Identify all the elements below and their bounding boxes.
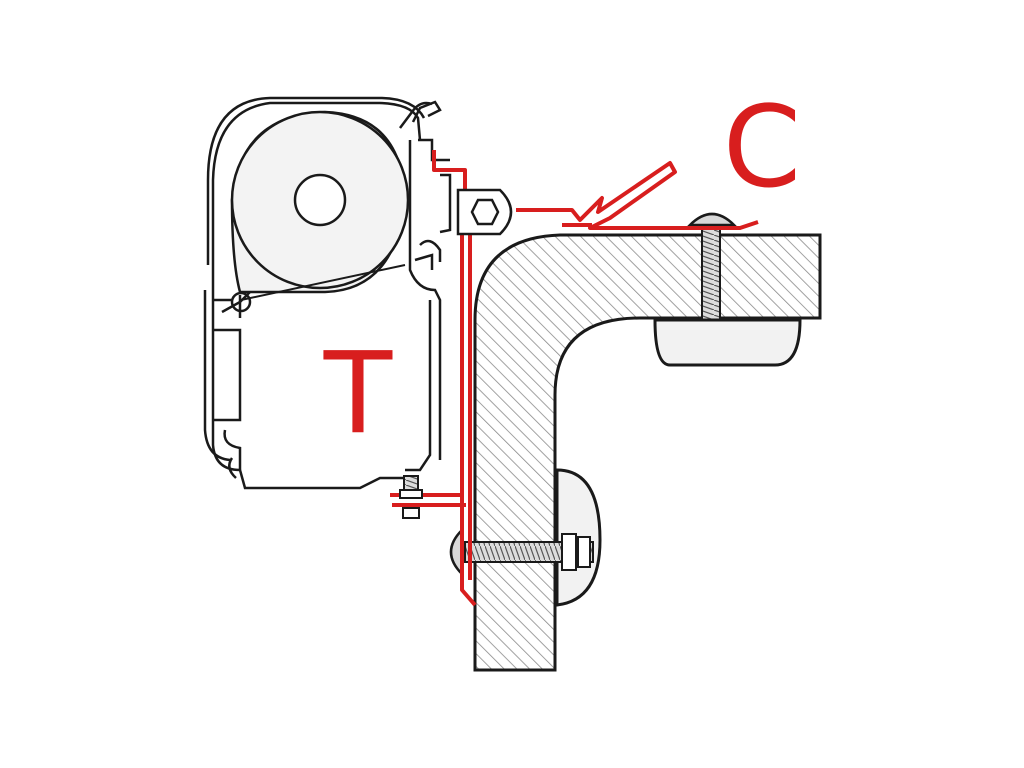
fabric-roller <box>230 110 410 301</box>
bracket-hinge <box>456 188 513 236</box>
adapter-bracket <box>390 150 759 607</box>
label-c: C <box>723 83 801 213</box>
bracket-small-bolt <box>399 475 423 519</box>
roof-backing-block <box>653 318 802 367</box>
vehicle-body-section <box>473 233 822 672</box>
label-t: T <box>323 329 393 459</box>
wall-bolt <box>449 526 594 578</box>
